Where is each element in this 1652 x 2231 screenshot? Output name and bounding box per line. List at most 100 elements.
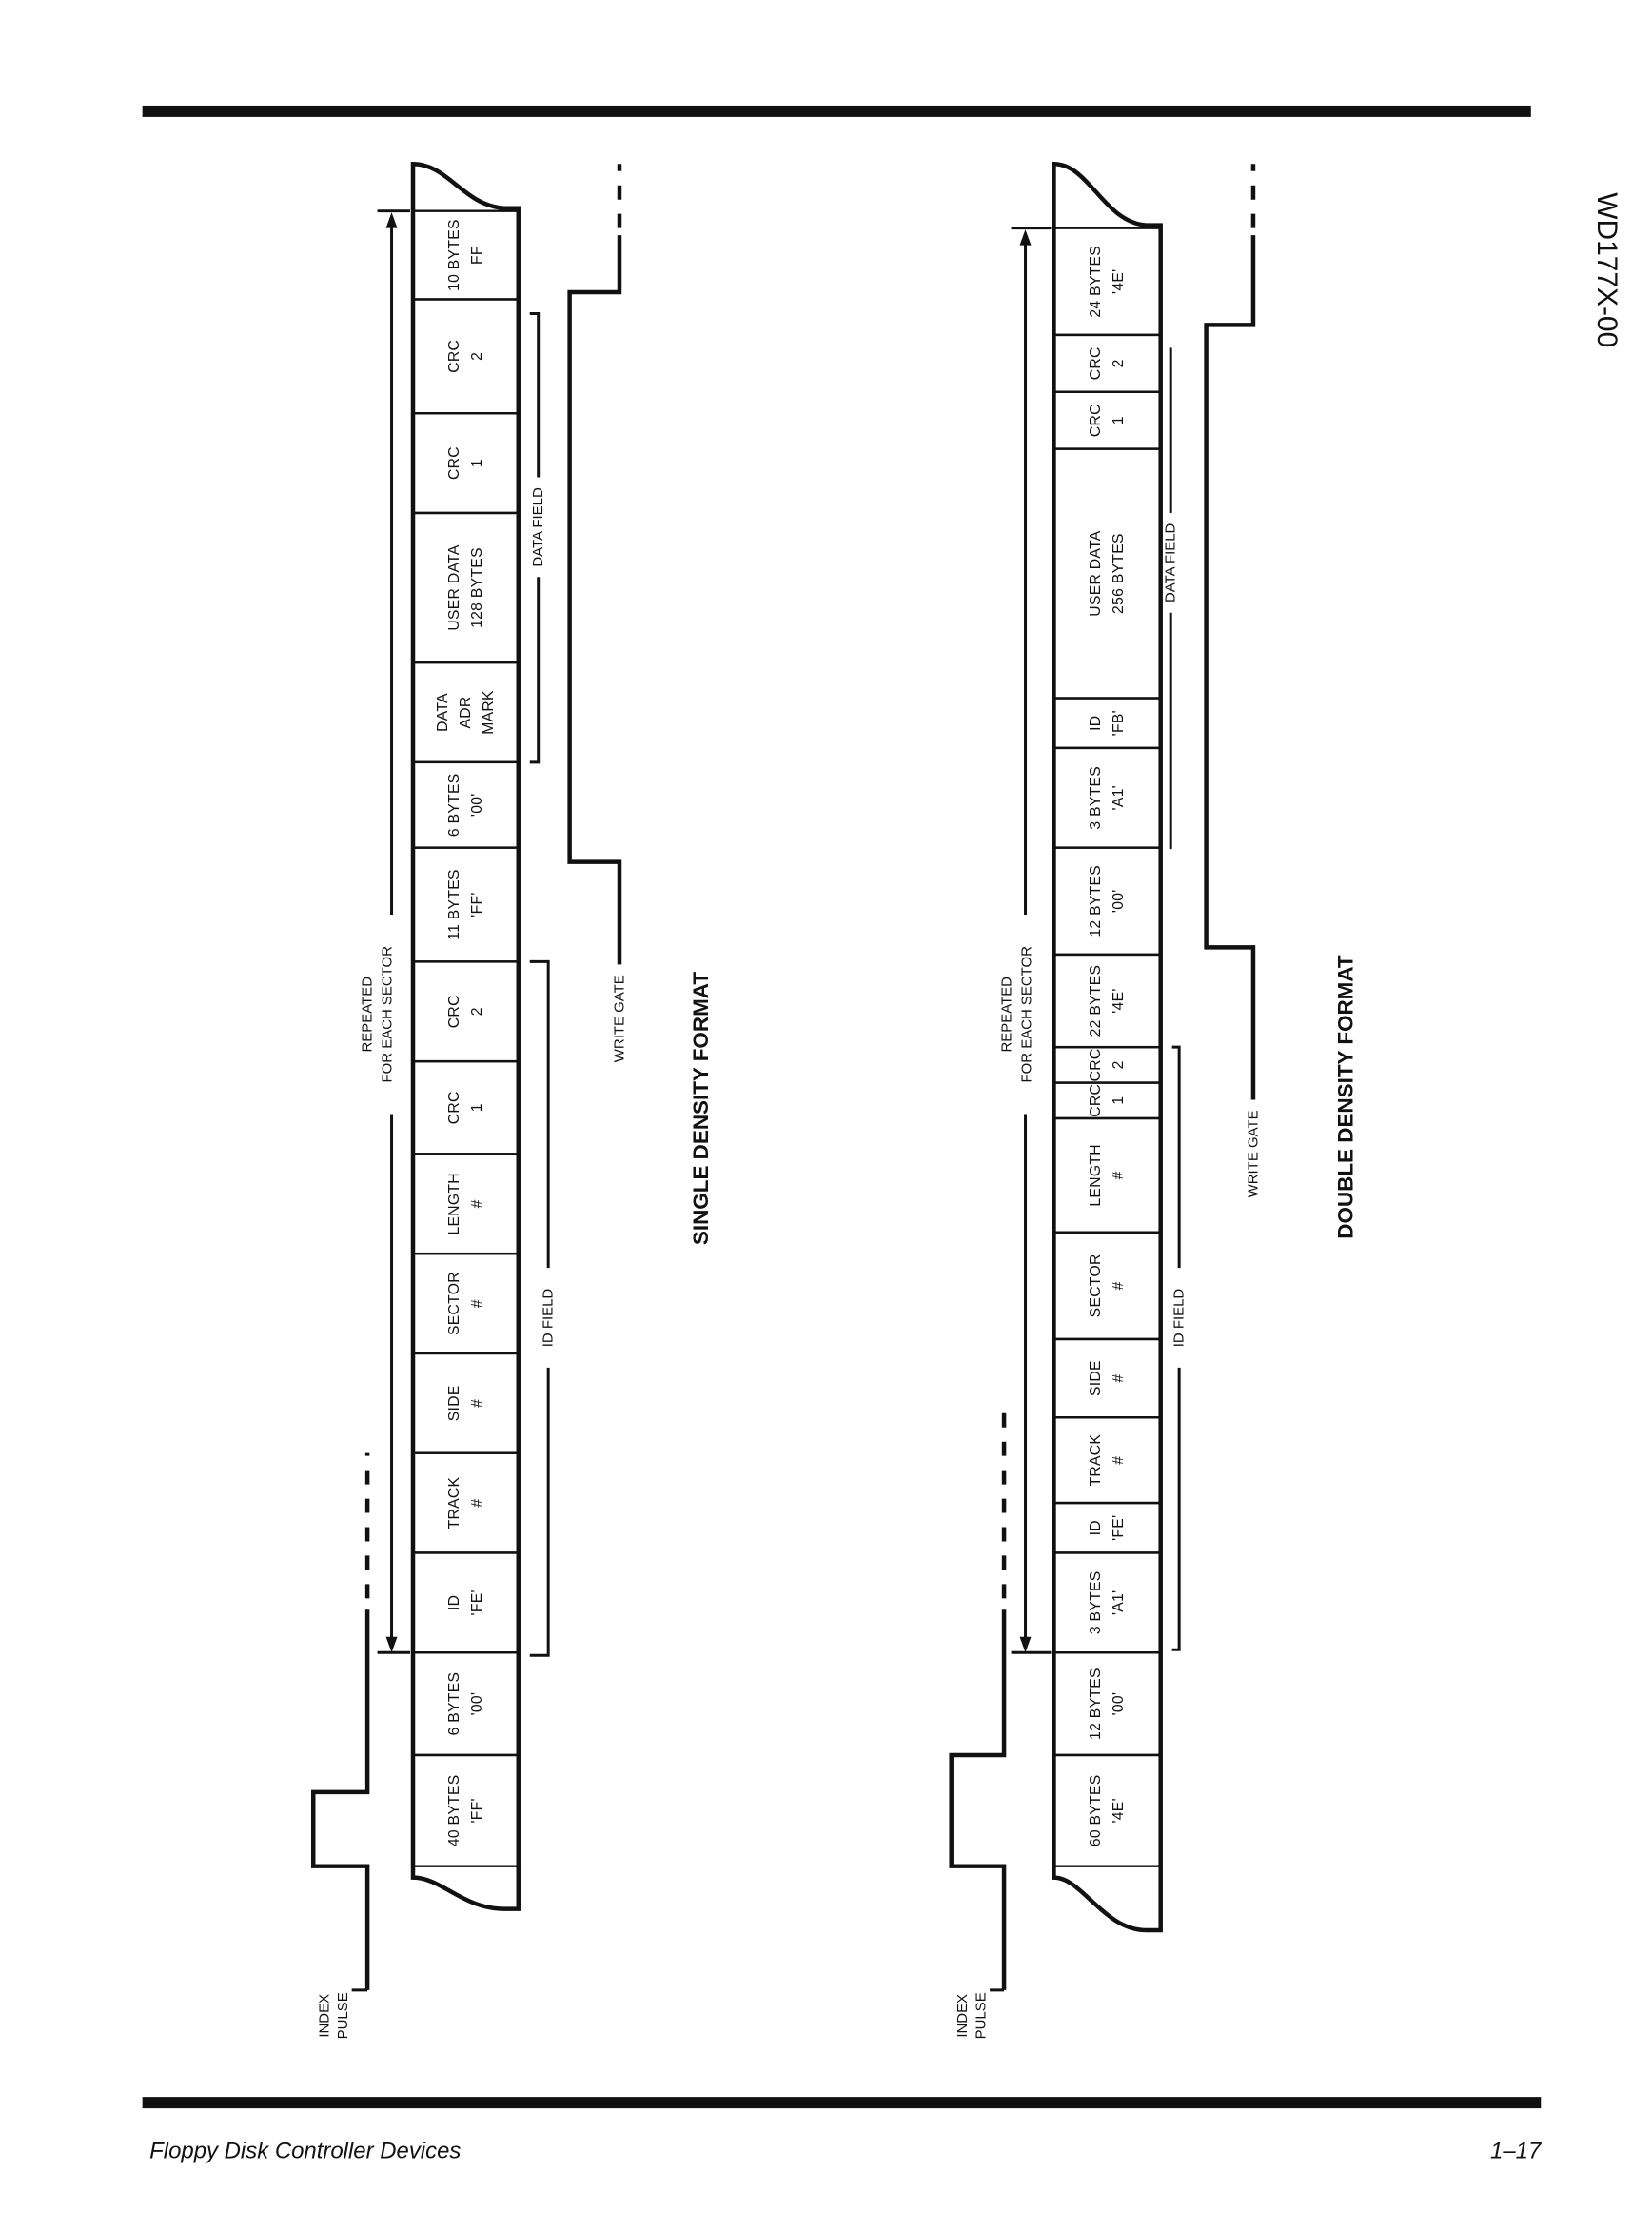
field-cell-label: # <box>1111 1456 1127 1465</box>
repeated-label: FOR EACH SECTOR <box>1019 946 1035 1083</box>
field-cell-box <box>411 412 520 515</box>
bracket-line <box>529 1367 550 1657</box>
field-cell-box <box>411 1252 520 1355</box>
field-cell-box <box>1052 1551 1162 1654</box>
write-gate-waveform <box>1204 235 1256 1100</box>
field-cell-label: CRC <box>446 446 462 480</box>
bottom-rule <box>142 2097 1542 2109</box>
field-cell-box <box>1052 1337 1162 1419</box>
field-cell-label: 12 BYTES <box>1088 865 1104 938</box>
strip-top-torn-end <box>410 162 521 211</box>
field-cell: 3 BYTES 'A1' <box>1052 746 1162 849</box>
field-cell-box <box>1052 390 1162 450</box>
arrow-up-icon <box>385 212 398 228</box>
field-cell-box <box>1052 1231 1162 1341</box>
strip-bottom-torn-end <box>1052 1866 1163 1933</box>
bracket-line <box>529 577 541 764</box>
field-cell-box <box>411 1153 520 1255</box>
field-cell-label: LENGTH <box>446 1173 462 1235</box>
field-cell-box <box>411 760 520 849</box>
field-cell: ID'FB' <box>1052 697 1162 750</box>
bracket-label: ID FIELD <box>541 1289 557 1348</box>
write-gate-label: WRITE GATE <box>1245 1110 1261 1197</box>
bracket-label: ID FIELD <box>1171 1289 1188 1348</box>
field-cell-label: SECTOR <box>446 1272 462 1335</box>
field-cell-label: '00' <box>469 793 485 817</box>
strip-top-torn-end <box>1052 162 1163 228</box>
field-cell: ID 'FE' <box>1052 1501 1162 1554</box>
field-cell: SIDE# <box>1052 1337 1162 1419</box>
field-cell: 60 BYTES'4E' <box>1052 1753 1162 1867</box>
field-cell-label: 'FE' <box>469 1589 485 1615</box>
write-gate-label: WRITE GATE <box>612 975 628 1062</box>
field-cell: CRC 1 <box>411 1059 520 1155</box>
field-cell-box <box>411 1451 520 1554</box>
field-cell-label: FF <box>469 246 485 265</box>
field-cell-label: '00' <box>1111 1692 1127 1716</box>
write-gate-waveform <box>567 235 622 965</box>
field-cell-label: LENGTH <box>1088 1144 1104 1207</box>
index-pulse-label: INDEX <box>317 1994 333 2038</box>
field-cell-box <box>1052 1045 1162 1084</box>
field-cell-label: 2 <box>469 352 485 361</box>
bracket-label: DATA FIELD <box>1163 523 1179 602</box>
field-cell-label: 1 <box>469 1103 485 1112</box>
repeated-label: REPEATED <box>360 977 376 1053</box>
field-cell-label: 3 BYTES <box>1088 766 1104 830</box>
field-cell-box <box>411 1753 520 1867</box>
arrow-down-icon <box>385 1636 398 1653</box>
field-cell-label: 6 BYTES <box>446 1672 462 1736</box>
field-cell-box <box>1052 846 1162 957</box>
field-cell: TRACK# <box>411 1451 520 1554</box>
repeated-label: FOR EACH SECTOR <box>380 946 396 1083</box>
bracket-line <box>1169 612 1172 850</box>
field-cell: 24 BYTES'4E' <box>1052 227 1162 337</box>
field-cell: 11 BYTES'FF' <box>411 846 520 963</box>
field-cell: SECTOR # <box>411 1252 520 1355</box>
field-cell-box <box>1052 1501 1162 1554</box>
field-cell: 12 BYTES'00' <box>1052 1651 1162 1757</box>
field-cell: LENGTH# <box>411 1153 520 1255</box>
index-pulse-label: PULSE <box>974 1992 990 2039</box>
field-cell-label: 'A1' <box>1111 785 1127 810</box>
field-cell-label: CRC <box>1088 1084 1104 1117</box>
field-cell-label: 'FB' <box>1111 710 1127 736</box>
arrow-up-icon <box>1019 229 1032 246</box>
diagram-title: DOUBLE DENSITY FORMAT <box>1334 955 1358 1239</box>
field-cell-label: ID <box>1088 1520 1104 1535</box>
strip-bottom-torn-end <box>410 1866 521 1911</box>
field-cell-label: '4E' <box>1111 988 1127 1013</box>
field-cell-label: 'FE' <box>1111 1515 1127 1541</box>
id-field-bracket: ID FIELD <box>1171 1045 1188 1651</box>
index-pulse-label: INDEX <box>954 1994 971 2038</box>
field-cell: 3 BYTES'A1' <box>1052 1551 1162 1654</box>
field-cell-box <box>1052 1753 1162 1867</box>
data-field-bracket: DATA FIELD <box>529 311 546 764</box>
field-cell-label: # <box>1111 1171 1127 1179</box>
id-field-bracket: ID FIELD <box>529 959 557 1657</box>
field-cell-label: 'FF' <box>469 892 485 917</box>
field-cell: SECTOR# <box>1052 1231 1162 1341</box>
field-cell-box <box>1052 1116 1162 1234</box>
field-cell-label: CRC <box>1088 346 1104 380</box>
field-cell-box <box>411 1352 520 1454</box>
field-cell-label: USER DATA <box>1088 530 1104 616</box>
field-cell-label: '4E' <box>1111 269 1127 294</box>
side-title: WD177X-00 <box>1591 192 1622 347</box>
field-cell-label: # <box>469 1299 485 1308</box>
field-cell-label: CRC <box>446 1091 462 1124</box>
field-cell-label: MARK <box>481 690 497 735</box>
field-cell-box <box>411 1551 520 1654</box>
field-cell-label: # <box>469 1399 485 1408</box>
page-number: 1–17 <box>1490 2138 1543 2163</box>
field-cell-box <box>1052 1081 1162 1120</box>
field-cell: 22 BYTES'4E' <box>1052 953 1162 1049</box>
field-cell-label: 60 BYTES <box>1088 1774 1104 1846</box>
field-cell-label: SECTOR <box>1088 1254 1104 1317</box>
bracket-line <box>1171 1367 1181 1651</box>
field-cell-label: 3 BYTES <box>1088 1570 1104 1634</box>
